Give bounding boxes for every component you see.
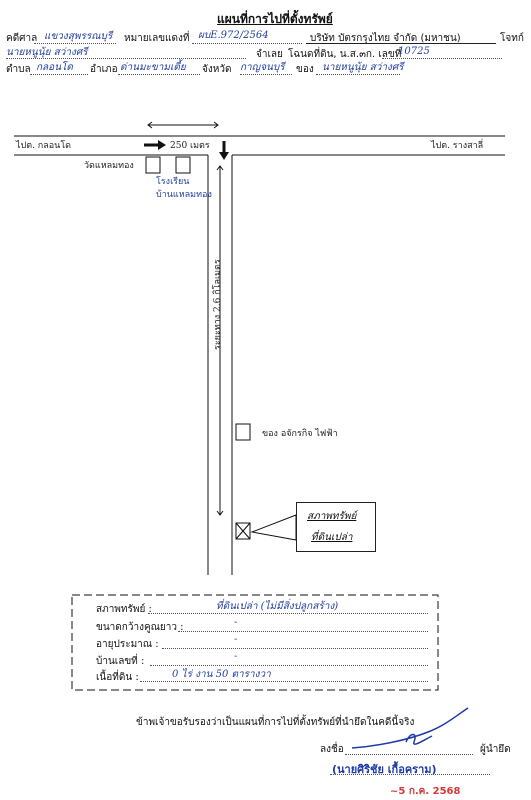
tambon-label: ตำบล: [6, 64, 31, 75]
certification-text: ข้าพเจ้าขอรับรองว่าเป็นแผนที่การไปที่ตั้…: [136, 717, 415, 728]
details-value-condition: ที่ดินเปล่า (ไม่มีสิ่งปลูกสร้าง): [216, 601, 339, 612]
side-road-arrowhead-top: [216, 165, 224, 171]
direction-arrow-right-head: [158, 140, 166, 150]
temple-square: [145, 156, 161, 174]
callout-line-1: สภาพทรัพย์: [307, 511, 357, 522]
temple-label: วัดแหลมทอง: [84, 161, 134, 171]
property-callout: สภาพทรัพย์ ที่ดินเปล่า: [296, 502, 376, 552]
details-label-house-number: บ้านเลขที่ :: [96, 656, 145, 667]
defendant-role: จำเลย: [256, 49, 283, 60]
amphoe-label: อำเภอ: [90, 64, 118, 75]
defendant-value: นายหนูนุ้ย สว่างศรี: [6, 47, 88, 58]
deed-label: โฉนดที่ดิน, น.ส.๓ก. เลขที่: [288, 49, 402, 60]
province-label: จังหวัด: [202, 64, 232, 75]
house-label: ของ อจักรกิจ ไฟฟ้า: [262, 429, 338, 439]
signature-mark: [351, 707, 469, 749]
date-stamp: ~5 ก.ค. 2568: [390, 786, 461, 797]
sign-role: ผู้นำยึด: [480, 744, 511, 755]
red-case-label: หมายเลขแดงที่: [124, 33, 190, 44]
deed-value: 10725: [398, 46, 430, 57]
road-left-label: ไปต. กลอนโด: [16, 141, 72, 151]
house-square: [235, 423, 251, 441]
sign-label: ลงชื่อ: [320, 744, 344, 755]
page-title: แผนที่การไปที่ตั้งทรัพย์: [217, 12, 333, 26]
direction-arrow-down-head: [219, 152, 229, 160]
callout-line-2: ที่ดินเปล่า: [311, 532, 353, 543]
owner-value: นายหนูนุ้ย สว่างศรี: [322, 62, 404, 73]
distance-top-label: 250 เมตร: [170, 141, 210, 151]
case-court-value: แขวงสุพรรณบุรี: [44, 31, 113, 42]
school-label: โรงเรียนบ้านแหลมทอง: [156, 177, 212, 200]
amphoe-value: ด่านมะขามเตี้ย: [120, 62, 186, 73]
owner-label: ของ: [296, 64, 314, 75]
road-right-label: ไปต. รางสาลี่: [431, 141, 484, 151]
details-label-area: เนื้อที่ดิน :: [96, 672, 139, 683]
details-value-area: 0 ไร่ งาน 50 ตารางวา: [172, 669, 271, 680]
details-box-border: [71, 594, 439, 691]
plaintiff-name: บริษัท บัตรกรุงไทย จำกัด (มหาชน): [310, 33, 461, 44]
property-cross-b: [235, 522, 251, 540]
details-label-size: ขนาดกว้างคูณยาว :: [96, 622, 184, 633]
red-case-value: ผบE.972/2564: [198, 30, 269, 41]
side-road-arrowhead-bottom: [216, 510, 224, 516]
details-value-size: -: [234, 617, 238, 628]
tambon-value: กลอนโด: [36, 62, 73, 73]
signer-name: (นายศิริชัย เกื้อคราม): [332, 763, 437, 776]
callout-pointer: [250, 514, 297, 541]
details-value-house-number: -: [234, 651, 238, 662]
distance-top-arrowhead-left: [147, 121, 153, 129]
details-label-condition: สภาพทรัพย์ :: [96, 604, 152, 615]
details-label-age: อายุประมาณ :: [96, 639, 159, 650]
details-value-age: -: [234, 634, 238, 645]
plaintiff-role: โจทก์: [500, 33, 524, 44]
distance-top-arrowhead-right: [213, 121, 219, 129]
province-value: กาญจนบุรี: [240, 62, 285, 73]
side-road-label: ระยะทาง 2.6 กิโลเมตร: [213, 259, 223, 350]
school-square: [175, 156, 191, 174]
case-court-label: คดีศาล: [6, 33, 38, 44]
